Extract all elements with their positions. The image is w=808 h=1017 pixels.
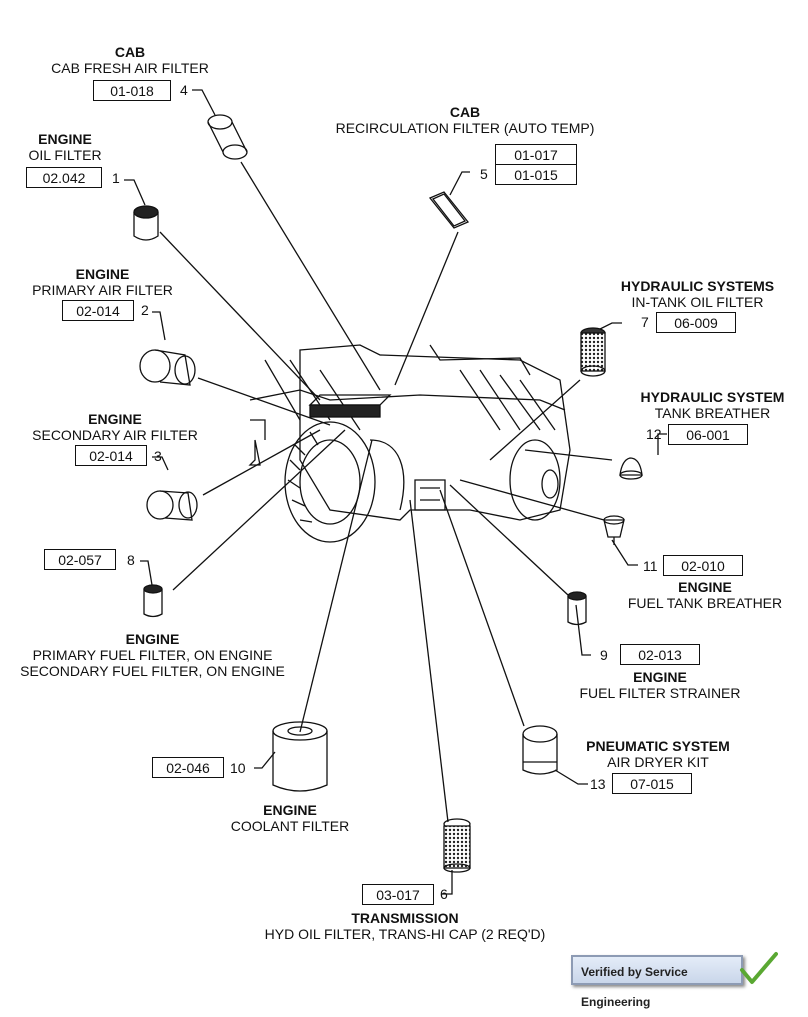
label-tank-breather: HYDRAULIC SYSTEM TANK BREATHER: [640, 389, 785, 421]
hyd-oil-filter-icon: [443, 818, 471, 873]
callout-number: 7: [641, 314, 649, 330]
part-code-01-015[interactable]: 01-015: [495, 164, 577, 185]
oil-filter-icon: [133, 205, 159, 241]
part-code-02-046[interactable]: 02-046: [152, 757, 224, 778]
label-fuel-filter-strainer: ENGINE FUEL FILTER STRAINER: [579, 669, 741, 701]
part-code-02-010[interactable]: 02-010: [663, 555, 743, 576]
checkmark-icon: [740, 952, 778, 984]
recirculation-filter-icon: [428, 191, 470, 229]
label-recirculation-filter: CAB RECIRCULATION FILTER (AUTO TEMP): [335, 104, 595, 136]
part-code-02-014-primary[interactable]: 02-014: [62, 300, 134, 321]
callout-number: 9: [600, 647, 608, 663]
label-primary-air-filter: ENGINE PRIMARY AIR FILTER: [32, 266, 173, 298]
part-code-03-017[interactable]: 03-017: [362, 884, 434, 905]
air-dryer-kit-icon: [522, 725, 558, 775]
part-code-07-015[interactable]: 07-015: [612, 773, 692, 794]
label-hyd-oil-filter: TRANSMISSION HYD OIL FILTER, TRANS-HI CA…: [264, 910, 546, 942]
part-code-02-013[interactable]: 02-013: [620, 644, 700, 665]
cab-fresh-air-filter-icon: [207, 114, 248, 160]
fuel-filter-strainer-icon: [567, 591, 587, 626]
callout-number: 3: [154, 448, 162, 464]
verified-badge: Verified by Service Engineering: [571, 955, 743, 1009]
in-tank-oil-filter-icon: [580, 327, 606, 377]
callout-number: 13: [590, 776, 606, 792]
callout-number: 8: [127, 552, 135, 568]
part-code-06-001[interactable]: 06-001: [668, 424, 748, 445]
label-in-tank-oil-filter: HYDRAULIC SYSTEMS IN-TANK OIL FILTER: [620, 278, 775, 310]
part-icons: [133, 114, 643, 873]
callout-number: 4: [180, 82, 188, 98]
part-code-01-017[interactable]: 01-017: [495, 144, 577, 165]
part-code-01-018[interactable]: 01-018: [93, 80, 171, 101]
label-coolant-filter: ENGINE COOLANT FILTER: [230, 802, 350, 834]
sprayer-machine-illustration: [248, 344, 571, 543]
part-code-06-009[interactable]: 06-009: [656, 312, 736, 333]
label-oil-filter: ENGINE OIL FILTER: [28, 131, 102, 163]
callout-number: 5: [480, 166, 488, 182]
primary-fuel-filter-icon: [143, 584, 163, 618]
fuel-tank-breather-icon: [603, 515, 625, 545]
callout-number: 12: [646, 426, 662, 442]
callout-number: 10: [230, 760, 246, 776]
coolant-filter-icon: [272, 721, 328, 792]
label-cab-fresh-air-filter: CAB CAB FRESH AIR FILTER: [51, 44, 209, 76]
primary-air-filter-icon: [139, 349, 196, 386]
secondary-air-filter-icon: [146, 490, 198, 521]
part-code-02-014-secondary[interactable]: 02-014: [75, 445, 147, 466]
label-fuel-filters-on-engine: ENGINE PRIMARY FUEL FILTER, ON ENGINE SE…: [20, 631, 285, 679]
leader-lines: [124, 89, 667, 895]
label-secondary-air-filter: ENGINE SECONDARY AIR FILTER: [32, 411, 198, 443]
callout-number: 1: [112, 170, 120, 186]
part-code-02-042[interactable]: 02.042: [26, 167, 102, 188]
callout-number: 2: [141, 302, 149, 318]
label-fuel-tank-breather: ENGINE FUEL TANK BREATHER: [627, 579, 783, 611]
callout-number: 11: [643, 558, 658, 574]
callout-number: 6: [440, 886, 448, 902]
tank-breather-icon: [619, 457, 643, 480]
part-code-02-057[interactable]: 02-057: [44, 549, 116, 570]
label-air-dryer-kit: PNEUMATIC SYSTEM AIR DRYER KIT: [586, 738, 730, 770]
